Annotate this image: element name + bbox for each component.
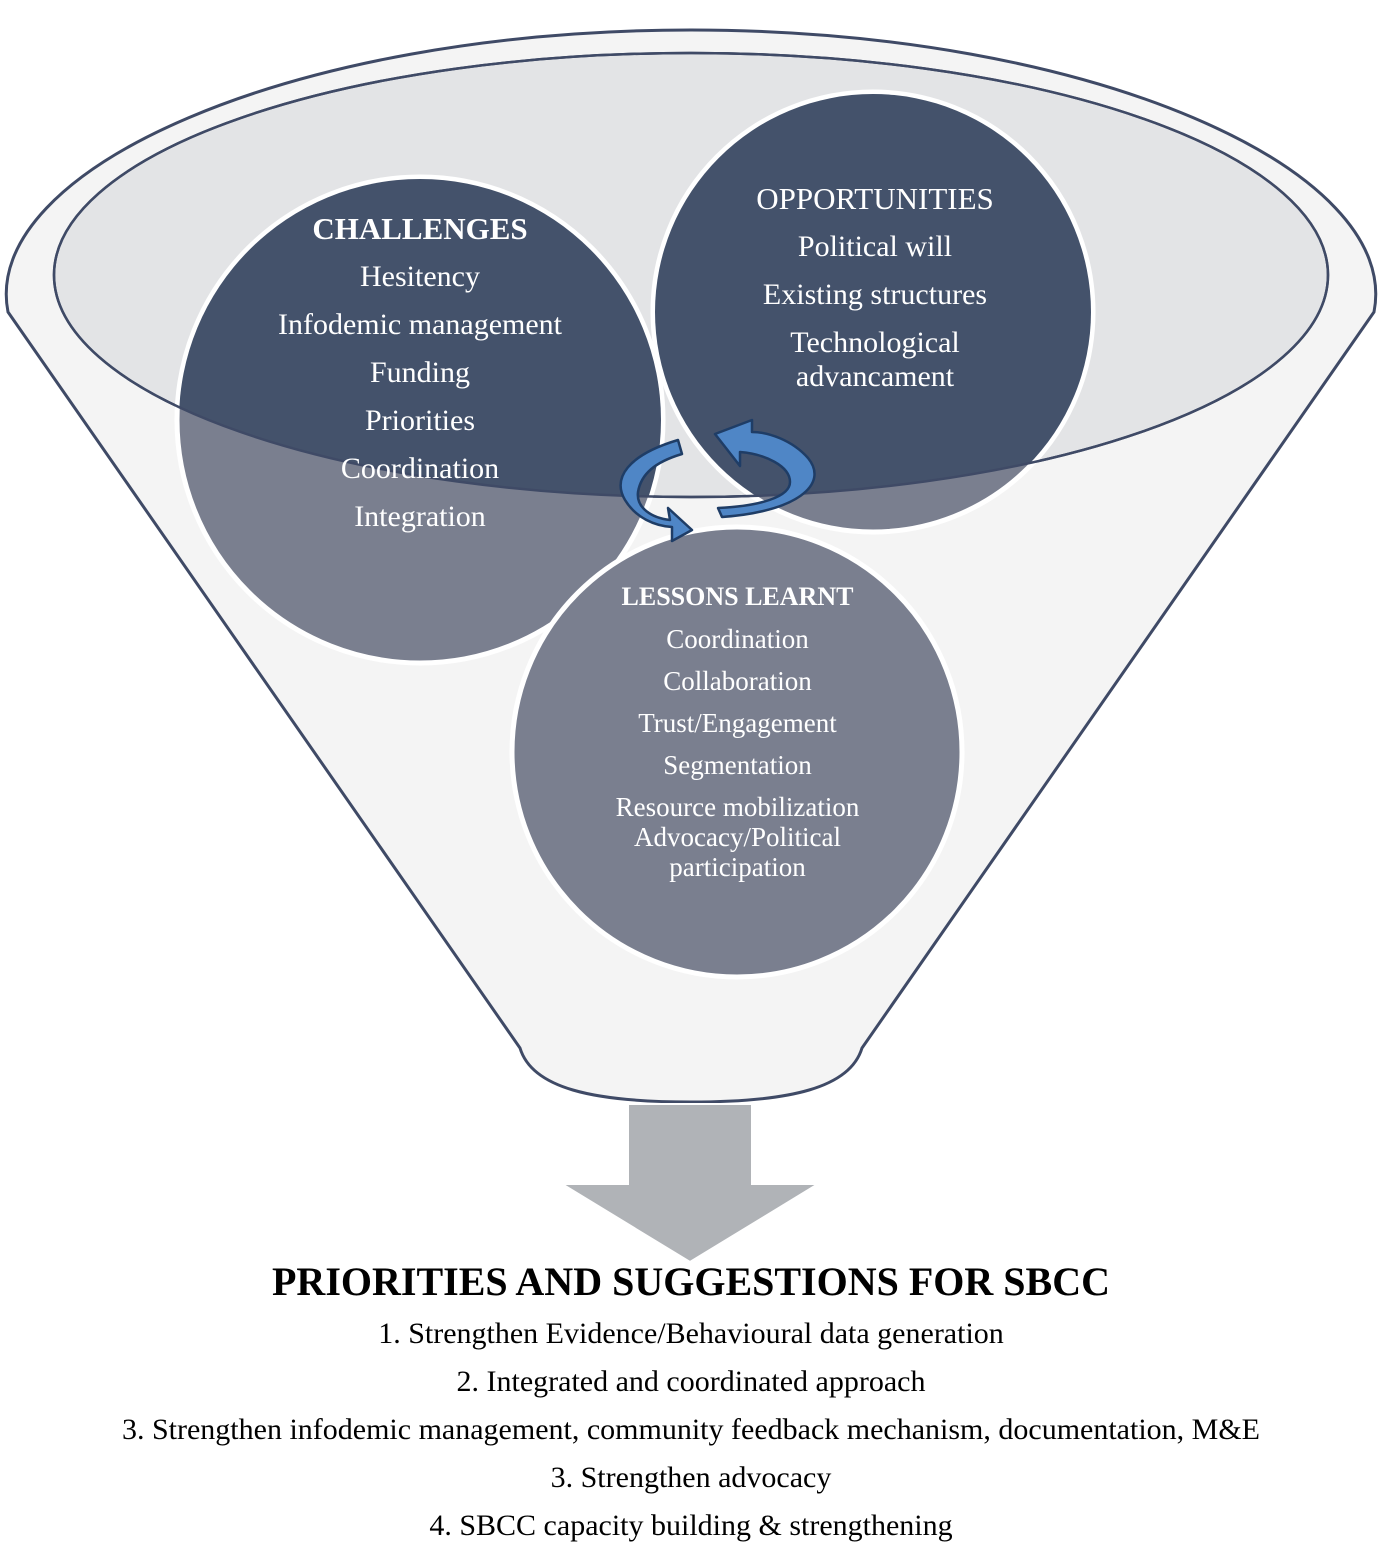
priority-item: 4. SBCC capacity building & strengthenin…	[429, 1509, 953, 1542]
opportunities-title: OPPORTUNITIES	[756, 181, 994, 216]
opportunities-text: OPPORTUNITIES Political will Existing st…	[640, 182, 1110, 394]
challenges-text: CHALLENGES Hesitency Infodemic managemen…	[170, 212, 670, 548]
opportunities-item: Existing structures	[762, 278, 988, 311]
lessons-title: LESSONS LEARNT	[621, 582, 854, 611]
challenges-item: Infodemic management	[277, 308, 563, 341]
opportunities-item: Technological advancament	[790, 326, 960, 393]
lessons-item: Resource mobilization Advocacy/Political…	[615, 792, 860, 882]
priority-item: 2. Integrated and coordinated approach	[456, 1365, 926, 1398]
challenges-item: Funding	[369, 356, 471, 389]
lessons-text: LESSONS LEARNT Coordination Collaboratio…	[510, 582, 965, 882]
rim-overlap	[179, 94, 1091, 497]
opportunities-item: Political will	[797, 230, 953, 263]
challenges-item: Integration	[354, 500, 486, 533]
challenges-item: Hesitency	[360, 260, 480, 293]
challenges-title: CHALLENGES	[312, 211, 528, 246]
challenges-item: Priorities	[365, 404, 475, 437]
cycle-arrow-lower-icon	[619, 438, 694, 543]
lessons-item: Collaboration	[663, 666, 812, 696]
priorities-title: PRIORITIES AND SUGGESTIONS FOR SBCC	[272, 1259, 1110, 1304]
cycle-arrow-upper-icon	[713, 418, 816, 519]
lessons-item: Trust/Engagement	[638, 708, 837, 738]
down-arrow-icon	[558, 1103, 822, 1264]
lessons-item: Segmentation	[663, 750, 812, 780]
lessons-circle	[509, 524, 965, 980]
priority-item: 1. Strengthen Evidence/Behavioural data …	[378, 1317, 1004, 1350]
priorities-section: PRIORITIES AND SUGGESTIONS FOR SBCC 1. S…	[0, 1258, 1382, 1550]
lessons-item: Coordination	[666, 624, 809, 654]
cycle-arrows	[619, 418, 816, 543]
priority-item: 3. Strengthen advocacy	[550, 1461, 832, 1494]
challenges-item: Coordination	[340, 452, 500, 485]
priority-item: 3. Strengthen infodemic management, comm…	[121, 1413, 1261, 1446]
